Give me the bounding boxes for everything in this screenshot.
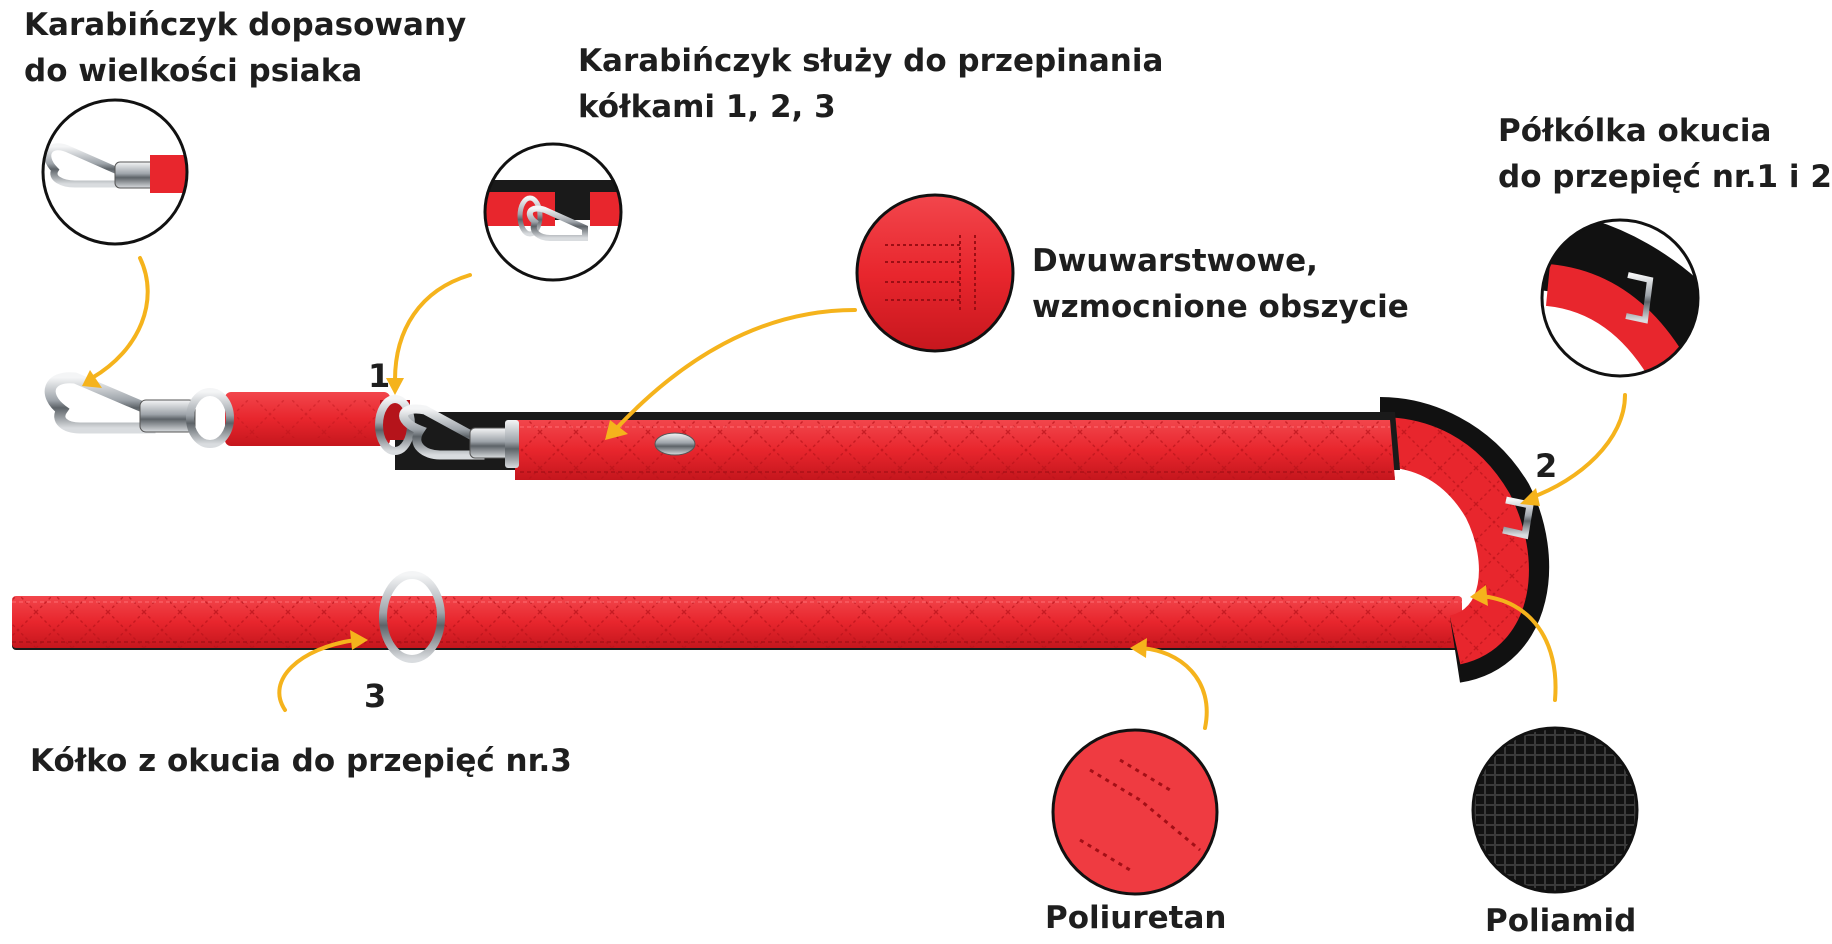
annotation-ring-3: Kółko z okucia do przepięć nr.3 xyxy=(30,738,572,784)
annotation-half-ring: Półkólka okucia do przepięć nr.1 i 2 xyxy=(1498,108,1832,200)
detail-circle-polyurethane xyxy=(1051,728,1219,896)
detail-circle-snap-hook-rings xyxy=(483,142,623,282)
annotation-polyamide: Poliamid xyxy=(1485,903,1637,939)
annotation-line: Dwuwarstwowe, xyxy=(1032,243,1318,279)
detail-circle-snap-hook xyxy=(41,98,189,246)
leash-diagram: Karabińczyk dopasowany do wielkości psia… xyxy=(12,2,1832,939)
ring-3 xyxy=(379,571,445,663)
arrows xyxy=(90,256,1627,730)
leash-loop xyxy=(1378,397,1550,683)
detail-circle-stitching xyxy=(855,193,1015,353)
annotation-snap-hook-size: Karabińczyk dopasowany do wielkości psia… xyxy=(24,2,466,94)
number-2: 2 xyxy=(1535,447,1558,485)
snap-hook-middle xyxy=(375,395,519,468)
leash-lower-strap xyxy=(12,596,1462,650)
annotation-line: Półkólka okucia xyxy=(1498,113,1772,149)
annotation-snap-hook-rings: Karabińczyk służy do przepinania kółkami… xyxy=(578,38,1163,130)
arrowheads xyxy=(82,370,1540,658)
annotation-line: Kółko z okucia do przepięć nr.3 xyxy=(30,743,572,779)
leash-handle-segment xyxy=(225,392,410,446)
detail-circle-polyamide xyxy=(1471,726,1639,894)
number-3: 3 xyxy=(364,677,387,715)
annotation-line: do przepięć nr.1 i 2 xyxy=(1498,159,1832,195)
annotation-double-stitching: Dwuwarstwowe, wzmocnione obszycie xyxy=(1032,238,1409,330)
annotation-line: Karabińczyk dopasowany xyxy=(24,7,467,43)
annotation-polyurethane: Poliuretan xyxy=(1045,900,1227,936)
annotation-line: do wielkości psiaka xyxy=(24,53,363,89)
half-ring xyxy=(1502,496,1535,540)
annotation-line: kółkami 1, 2, 3 xyxy=(578,89,836,125)
annotation-line: wzmocnione obszycie xyxy=(1032,289,1409,325)
diagram-canvas xyxy=(12,98,1700,896)
detail-circle-half-ring xyxy=(1540,218,1700,378)
leash-upper-strap xyxy=(395,412,1400,480)
number-1: 1 xyxy=(368,357,391,395)
annotation-line: Karabińczyk służy do przepinania xyxy=(578,43,1164,79)
snap-hook-end xyxy=(44,372,234,448)
